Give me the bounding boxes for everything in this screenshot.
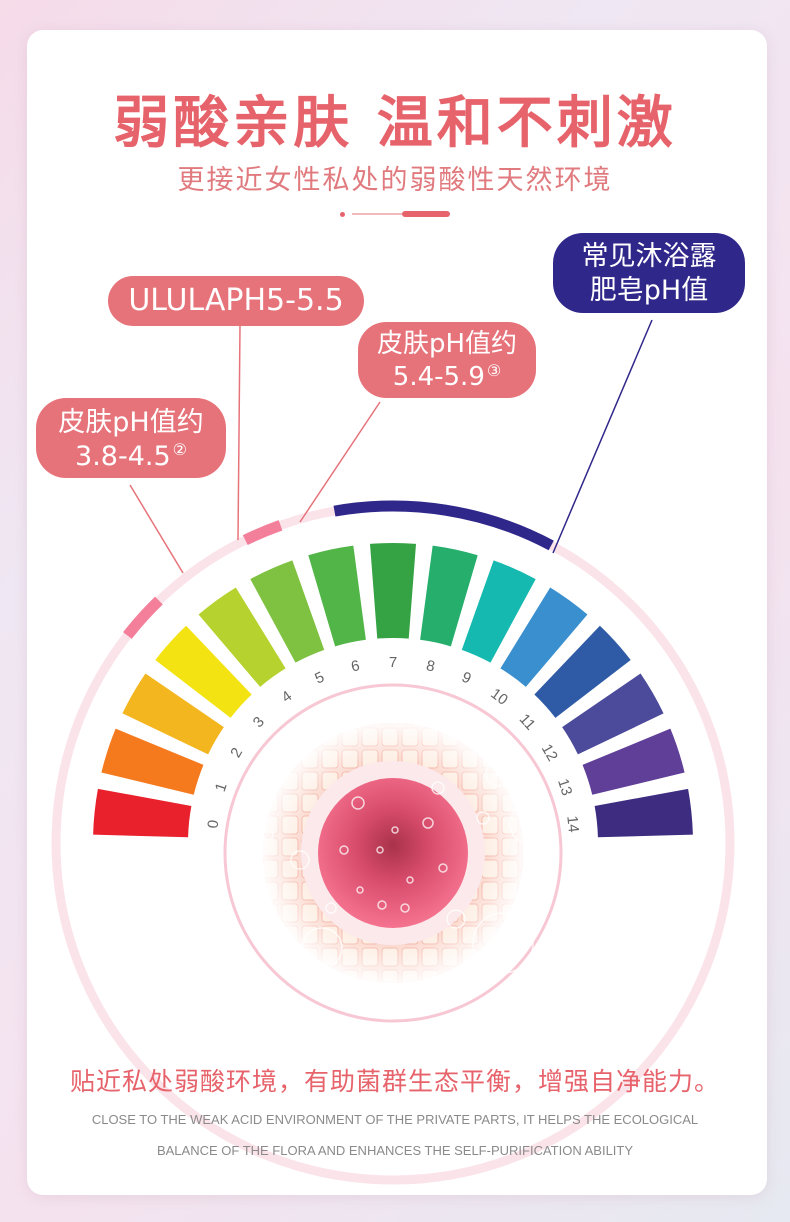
ph-tick-label: 0 xyxy=(205,819,223,829)
ph-tick-label: 10 xyxy=(487,685,510,709)
ph-tick-label: 14 xyxy=(563,815,582,833)
ph-segment-4 xyxy=(198,587,286,687)
footer-english-line-1: CLOSE TO THE WEAK ACID ENVIRONMENT OF TH… xyxy=(91,1112,699,1127)
page-subtitle: 更接近女性私处的弱酸性天然环境 xyxy=(177,165,613,196)
ph-tick-label: 4 xyxy=(279,688,296,707)
ph-color-segments xyxy=(93,543,693,838)
footer-chinese-text: 贴近私处弱酸环境，有助菌群生态平衡，增强自净能力。 xyxy=(69,1067,720,1096)
skin-ph-range-2: 3.8-4.5 xyxy=(75,440,171,472)
ph-segment-0 xyxy=(93,788,192,838)
pointer-line-3 xyxy=(299,401,381,523)
ph-segment-9 xyxy=(461,560,536,663)
ph-segment-10 xyxy=(500,587,588,687)
ph-tick-label: 11 xyxy=(516,711,539,734)
pointer-line-2 xyxy=(237,325,241,541)
ph-tick-label: 2 xyxy=(227,745,246,761)
ph-tick-label: 12 xyxy=(538,741,561,764)
soap-ph-callout: 常见沐浴露 肥皂pH值 xyxy=(553,233,745,313)
ph-tick-label: 5 xyxy=(312,669,327,688)
bubbles xyxy=(238,761,551,974)
ph-tick-label: 13 xyxy=(554,777,575,798)
ph-segment-13 xyxy=(582,728,685,795)
ph-tick-label: 9 xyxy=(459,669,474,688)
ph-tick-label: 1 xyxy=(212,781,231,794)
ph-tick-label: 6 xyxy=(350,657,362,675)
skin-ph-range-1: 5.4-5.9 xyxy=(392,361,485,392)
skin-ph-label-1: 皮肤pH值约 xyxy=(376,329,518,359)
ph-segment-8 xyxy=(420,545,478,647)
ph-segment-2 xyxy=(122,673,224,755)
ph-segment-5 xyxy=(250,560,325,663)
soap-range-arc xyxy=(333,500,554,551)
core-circle xyxy=(318,778,468,928)
page-title: 弱酸亲肤 温和不刺激 xyxy=(113,91,677,156)
ph-segment-6 xyxy=(308,545,366,647)
ph-tick-label: 8 xyxy=(425,657,437,675)
ph-segment-3 xyxy=(155,625,252,718)
product-ph-callout: ULULAPH5-5.5 xyxy=(108,276,364,326)
skin-range-arc-1 xyxy=(123,596,163,639)
ph-segment-12 xyxy=(562,673,664,755)
soap-ph-label-1: 常见沐浴露 xyxy=(581,241,717,272)
footnote-marker-1: ③ xyxy=(486,360,502,380)
ph-segment-7 xyxy=(369,543,417,639)
ph-segment-14 xyxy=(594,788,693,838)
inner-ring xyxy=(223,683,563,1023)
soap-ph-label-2: 肥皂pH值 xyxy=(589,274,709,306)
skin-range-arc-2 xyxy=(242,520,283,546)
footnote-marker-2: ② xyxy=(172,439,187,459)
ph-tick-label: 3 xyxy=(250,713,268,731)
pointer-line-1 xyxy=(129,484,184,574)
footer-english-line-2: BALANCE OF THE FLORA AND ENHANCES THE SE… xyxy=(156,1143,634,1158)
title-divider xyxy=(340,210,450,218)
product-ph-text: ULULAPH5-5.5 xyxy=(128,283,344,318)
pointer-line-4 xyxy=(552,319,653,554)
ph-tick-label: 7 xyxy=(389,654,397,671)
skin-ph-label-2: 皮肤pH值约 xyxy=(58,407,204,438)
ph-segment-11 xyxy=(534,625,631,718)
ph-segment-1 xyxy=(101,728,204,795)
